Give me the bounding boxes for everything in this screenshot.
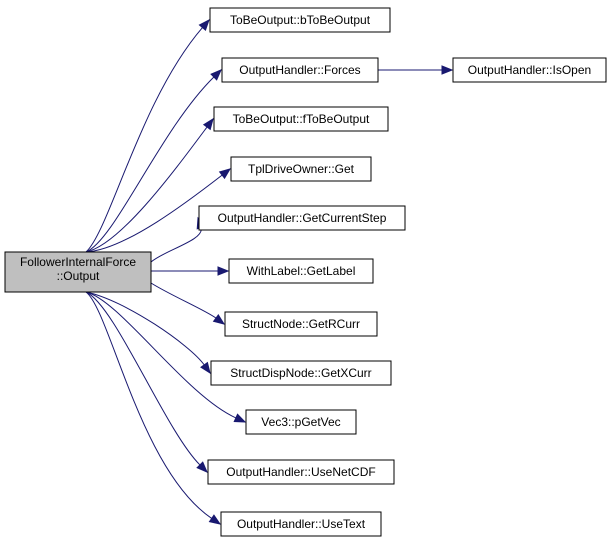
node-label: WithLabel::GetLabel [247, 264, 356, 278]
node-n10[interactable]: OutputHandler::UseNetCDF [207, 459, 395, 485]
node-n2[interactable]: OutputHandler::Forces [221, 57, 379, 83]
arrowhead-root-to-n3 [202, 117, 214, 131]
root-node-box [4, 251, 152, 293]
node-n3[interactable]: ToBeOutput::fToBeOutput [213, 106, 389, 132]
node-n4[interactable]: TplDriveOwner::Get [230, 156, 372, 182]
node-label: OutputHandler::UseNetCDF [226, 465, 375, 479]
edge-root-to-n7 [150, 282, 217, 319]
root-node-label-line-1: FollowerInternalForce [20, 255, 136, 269]
node-n7[interactable]: StructNode::GetRCurr [224, 311, 378, 337]
node-label: ToBeOutput::fToBeOutput [233, 112, 370, 126]
arrowhead-root-to-n1 [198, 18, 210, 32]
node-box [198, 205, 406, 231]
arrowhead-root-to-n2 [210, 69, 222, 81]
node-box [209, 7, 391, 33]
node-label: OutputHandler::Forces [239, 63, 360, 77]
node-label: StructDispNode::GetXCurr [230, 366, 371, 380]
arrowhead-root-to-n11 [208, 514, 222, 525]
node-n8[interactable]: StructDispNode::GetXCurr [210, 360, 392, 386]
node-n12[interactable]: OutputHandler::IsOpen [452, 57, 607, 83]
node-label: OutputHandler::IsOpen [468, 63, 591, 77]
edge-root-to-n2 [85, 76, 215, 253]
node-label: Vec3::pGetVec [261, 415, 340, 429]
edge-root-to-n3 [85, 126, 208, 253]
node-box [221, 57, 379, 83]
node-box [245, 409, 357, 435]
edge-root-to-n8 [85, 291, 205, 366]
node-box [228, 258, 374, 284]
edge-root-to-n10 [85, 291, 201, 466]
node-box [224, 311, 378, 337]
node-box [213, 106, 389, 132]
node-n9[interactable]: Vec3::pGetVec [245, 409, 357, 435]
root-node[interactable]: FollowerInternalForce::Output [4, 251, 152, 293]
node-n6[interactable]: WithLabel::GetLabel [228, 258, 374, 284]
node-label: OutputHandler::UseText [237, 517, 366, 531]
arrowhead-root-to-n7 [212, 313, 226, 325]
arrowhead-root-to-n4 [218, 168, 232, 180]
node-label: StructNode::GetRCurr [242, 317, 360, 331]
root-node-label-line-2: ::Output [57, 269, 100, 283]
arrowhead-n2-to-n12 [441, 65, 454, 75]
arrowhead-root-to-n10 [196, 461, 208, 473]
node-label: OutputHandler::GetCurrentStep [218, 211, 387, 225]
node-box [207, 459, 395, 485]
edge-root-to-n9 [85, 291, 237, 419]
arrowhead-root-to-n8 [200, 361, 211, 375]
node-label: TplDriveOwner::Get [248, 162, 355, 176]
arrowhead-root-to-n6 [217, 266, 230, 276]
edge-root-to-n1 [85, 27, 203, 253]
node-box [452, 57, 607, 83]
node-n5[interactable]: OutputHandler::GetCurrentStep [198, 205, 406, 231]
edge-root-to-n4 [85, 174, 223, 253]
node-box [230, 156, 372, 182]
node-n1[interactable]: ToBeOutput::bToBeOutput [209, 7, 391, 33]
node-box [210, 360, 392, 386]
edge-root-to-n11 [85, 291, 212, 519]
nodes-layer: FollowerInternalForce::Output ToBeOutput:… [4, 7, 607, 537]
node-box [220, 511, 382, 537]
arrowhead-root-to-n9 [233, 413, 247, 423]
node-label: ToBeOutput::bToBeOutput [230, 13, 371, 27]
node-n11[interactable]: OutputHandler::UseText [220, 511, 382, 537]
edge-root-to-n5 [150, 227, 202, 263]
